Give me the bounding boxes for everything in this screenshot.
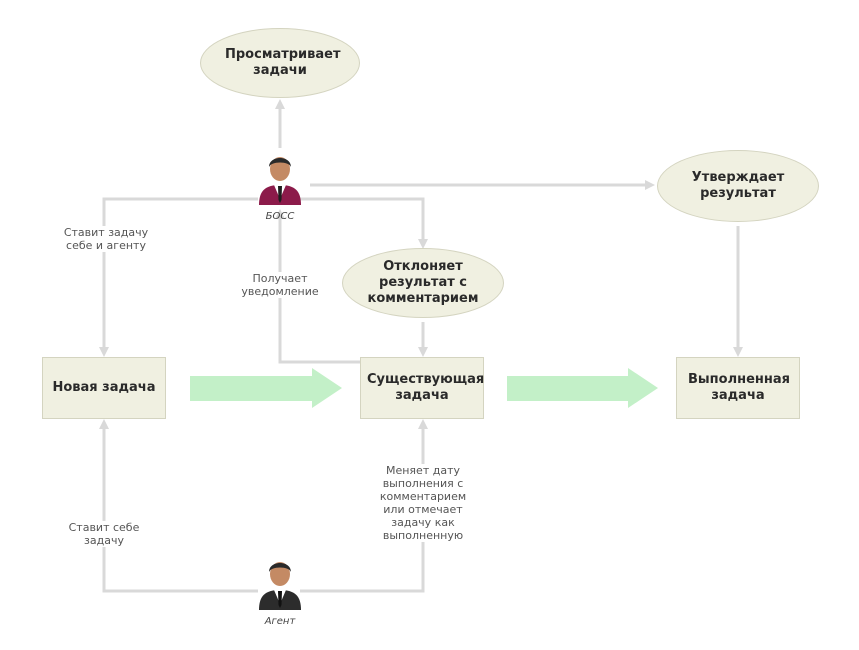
flow-arrow-existing-completed (507, 368, 658, 408)
label-agent-updates: Меняет дату выполнения с комментарием ил… (375, 464, 471, 542)
node-approve-result: Утверждает результат (657, 150, 819, 222)
edge-notify-boss (275, 209, 360, 364)
label-agent-assigns: Ставит себе задачу (62, 521, 146, 547)
node-new-task: Новая задача (42, 357, 166, 419)
node-approve-result-label: Утверждает результат (691, 170, 785, 201)
edge-boss-reject (300, 197, 428, 249)
node-reject-result-label: Отклоняет результат с комментарием (367, 259, 479, 306)
edge-boss-newtask (99, 197, 258, 357)
node-reject-result: Отклоняет результат с комментарием (342, 248, 504, 318)
node-completed-task: Выполненная задача (676, 357, 800, 419)
label-gets-notification: Получает уведомление (234, 272, 326, 298)
node-existing-task: Существующая задача (360, 357, 484, 419)
boss-businessman-icon (257, 147, 303, 205)
node-view-tasks: Просматривает задачи (200, 28, 360, 98)
agent-businessman-icon (257, 552, 303, 610)
node-view-tasks-label: Просматривает задачи (225, 47, 341, 78)
flow-arrow-new-existing (190, 368, 342, 408)
label-boss-assigns: Ставит задачу себе и агенту (58, 226, 154, 252)
role-agent: Агент (264, 616, 296, 627)
node-completed-task-label: Выполненная задача (688, 372, 790, 403)
node-new-task-label: Новая задача (52, 380, 156, 395)
node-existing-task-label: Существующая задача (367, 372, 485, 403)
edge-agent-newtask (99, 419, 258, 593)
role-boss: БОСС (265, 211, 295, 222)
